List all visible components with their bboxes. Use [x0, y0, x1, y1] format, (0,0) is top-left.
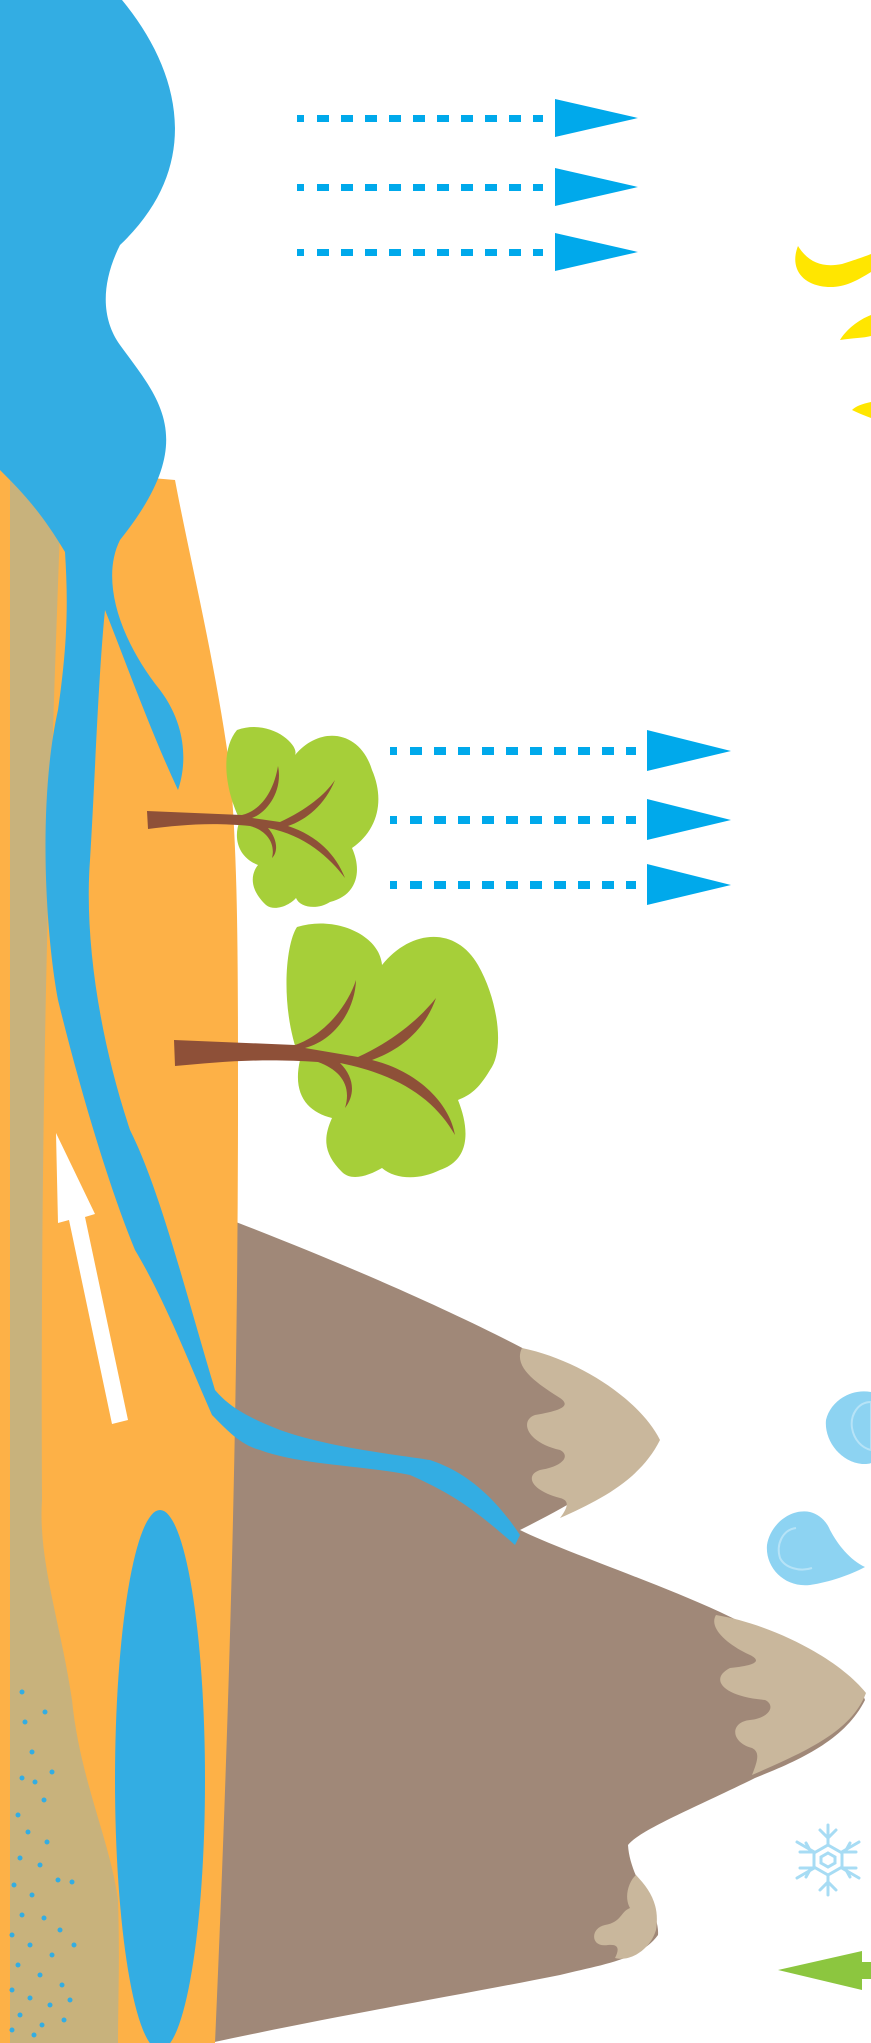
wind-arrow-icon [297, 168, 638, 206]
lake [115, 1510, 205, 2043]
raindrop-icon [767, 1511, 865, 1585]
wind-arrow-icon [390, 864, 731, 905]
wind-arrow-icon [390, 730, 731, 771]
wind-arrow-icon [390, 799, 731, 840]
wind-arrow-icon [297, 233, 638, 271]
raindrop-icon [826, 1391, 871, 1464]
left-arrow-icon [778, 1951, 871, 1990]
sun-icon [795, 246, 871, 418]
wind-arrows-top [297, 99, 638, 271]
snowflake-icon [797, 1825, 859, 1895]
wind-arrow-icon [297, 99, 638, 137]
wind-arrows-middle [390, 730, 731, 905]
